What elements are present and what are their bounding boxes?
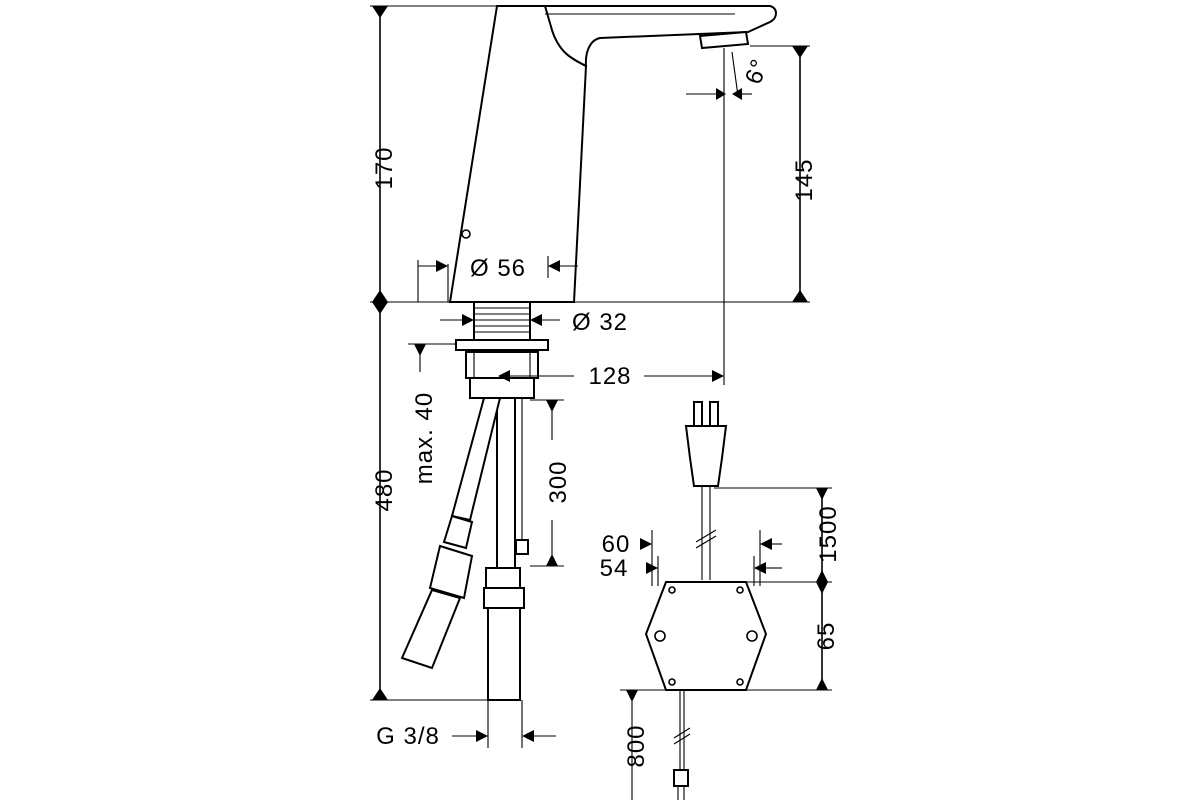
label-1500: 1500 [815,505,842,562]
dimension-lines [370,5,810,748]
label-shank-diameter: Ø 32 [572,309,628,336]
label-128: 128 [588,363,631,390]
label-60: 60 [602,531,631,558]
faucet-body [448,5,777,303]
label-65: 65 [813,622,840,651]
label-connection-thread: G 3/8 [376,723,440,750]
label-800: 800 [623,724,650,767]
label-145: 145 [791,158,818,201]
label-170: 170 [371,146,398,189]
label-max-40: max. 40 [411,392,438,484]
label-angle: 6° [740,55,774,88]
dimension-labels: 170 145 6° Ø 56 Ø 32 128 max. 40 480 300… [371,55,842,767]
label-54: 54 [600,555,629,582]
supply-hoses [400,397,529,701]
control-box-dimensions [620,487,832,800]
control-box [644,401,768,800]
label-body-diameter: Ø 56 [470,255,526,282]
label-300: 300 [545,460,572,503]
threaded-shank [455,301,549,399]
label-480: 480 [371,468,398,511]
